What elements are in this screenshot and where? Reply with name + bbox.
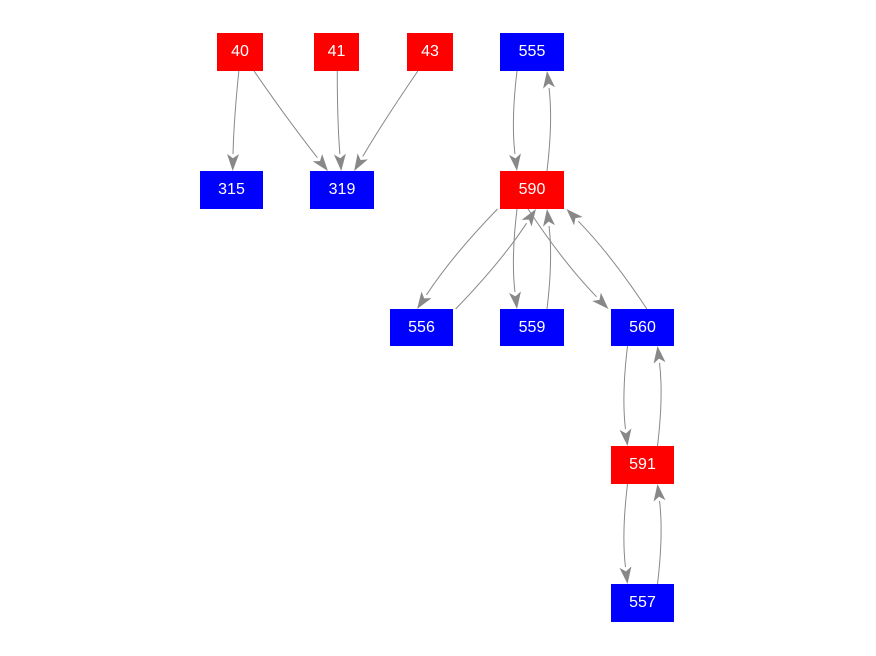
edge-556-to-590 [455, 222, 528, 310]
node-559[interactable]: 559 [500, 309, 564, 346]
arrowhead-icon [543, 71, 555, 89]
node-label: 40 [231, 43, 249, 60]
node-label: 556 [408, 318, 435, 336]
arrowhead-icon [417, 291, 432, 309]
node-label: 557 [629, 594, 656, 611]
node-label: 319 [328, 181, 356, 198]
arrowhead-icon [521, 209, 536, 227]
node-590[interactable]: 590 [500, 171, 564, 209]
node-41[interactable]: 41 [314, 33, 359, 71]
node-label: 559 [518, 318, 546, 336]
arrowhead-icon [227, 153, 240, 171]
arrowhead-icon [543, 209, 555, 227]
edge-557-to-591 [657, 500, 662, 585]
node-label: 41 [327, 43, 346, 60]
node-label: 43 [421, 43, 439, 60]
edge-591-to-557 [623, 483, 628, 568]
arrowhead-icon [509, 153, 521, 171]
node-556[interactable]: 556 [390, 309, 453, 346]
node-315[interactable]: 315 [200, 171, 263, 209]
edge-43-to-319 [362, 70, 419, 157]
node-label: 555 [518, 43, 546, 60]
arrowhead-icon [619, 428, 632, 446]
node-319[interactable]: 319 [310, 171, 374, 209]
edge-590-to-560 [527, 208, 597, 298]
node-label: 315 [218, 181, 245, 198]
arrowhead-icon [592, 292, 609, 309]
node-43[interactable]: 43 [407, 33, 453, 71]
arrowhead-icon [566, 209, 583, 226]
edge-40-to-319 [253, 70, 318, 158]
node-40[interactable]: 40 [217, 33, 263, 71]
edge-559-to-590 [546, 225, 552, 310]
edge-41-to-319 [336, 70, 341, 155]
arrowhead-icon [653, 484, 666, 502]
node-560[interactable]: 560 [611, 309, 674, 346]
node-label: 591 [629, 456, 656, 473]
node-555[interactable]: 555 [500, 33, 564, 71]
arrowhead-icon [509, 291, 521, 309]
node-591[interactable]: 591 [611, 446, 674, 484]
edge-590-to-559 [512, 208, 518, 293]
arrowhead-icon [312, 153, 328, 171]
arrowhead-icon [333, 153, 346, 171]
edge-590-to-556 [426, 208, 498, 296]
node-557[interactable]: 557 [611, 584, 674, 622]
edge-40-to-315 [232, 70, 240, 155]
edge-591-to-560 [657, 362, 662, 447]
edge-590-to-555 [546, 87, 552, 172]
edge-560-to-591 [623, 345, 628, 430]
edge-560-to-590 [577, 220, 648, 310]
arrowhead-icon [354, 153, 368, 171]
node-label: 560 [629, 318, 656, 336]
arrowhead-icon [653, 346, 666, 364]
edge-555-to-590 [512, 70, 518, 155]
arrowhead-icon [619, 566, 632, 584]
node-label: 590 [518, 181, 546, 198]
